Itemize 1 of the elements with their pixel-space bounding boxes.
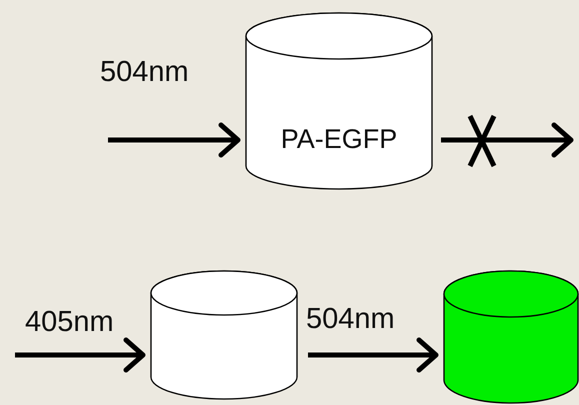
node-label: PA-EGFP <box>280 124 398 155</box>
